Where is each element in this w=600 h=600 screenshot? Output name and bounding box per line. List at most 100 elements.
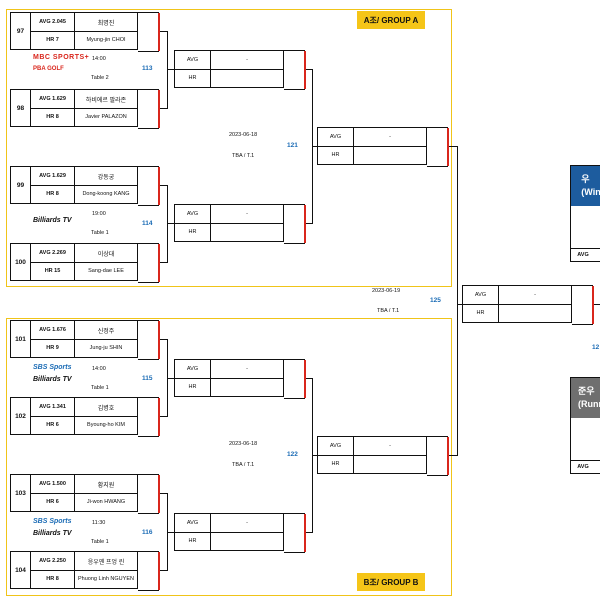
winner-avg-label: AVG <box>577 252 589 258</box>
avg-label: AVG <box>175 514 211 532</box>
score-tab <box>284 50 306 90</box>
group-a-tag: A조/ GROUP A <box>357 11 425 29</box>
score-tab <box>138 243 160 283</box>
billiards-tv-logo: Billiards TV <box>33 376 72 383</box>
runner-up-avg-label: AVG <box>577 464 589 470</box>
avg-value: - <box>246 57 248 63</box>
bracket-line <box>306 223 312 224</box>
bracket-line <box>594 304 600 305</box>
score-tab <box>284 204 306 244</box>
match-date: 2023-06-18 <box>229 441 258 447</box>
player-seed: 103 <box>11 475 31 511</box>
bracket-line <box>449 146 457 147</box>
avg-value: - <box>389 443 391 449</box>
player-average: AVG 2.269 <box>31 244 75 262</box>
avg-label: AVG <box>175 205 211 223</box>
bracket-line <box>167 185 168 263</box>
match-number: 116 <box>142 529 153 536</box>
bracket-line <box>167 532 174 533</box>
player-high-run: HR 7 <box>31 31 75 49</box>
match-table: Table 1 <box>91 539 109 545</box>
group-a-frame <box>6 9 452 287</box>
runner-up-heading: 준우 (Runn <box>571 378 600 418</box>
bracket-line <box>160 31 167 32</box>
player-average: AVG 1.341 <box>31 398 75 416</box>
bracket-line <box>167 223 174 224</box>
score-tab <box>138 89 160 129</box>
player-seed: 102 <box>11 398 31 434</box>
score-tab <box>138 320 160 360</box>
match-time: 19:00 <box>92 211 106 217</box>
player-name-korean: 응우옌 프엉 린 <box>87 559 125 566</box>
player-name-english: Myung-jin CHOI <box>86 37 126 43</box>
score-tab <box>427 127 449 167</box>
score-tab <box>138 474 160 514</box>
group-b-frame <box>6 318 452 596</box>
bracket-line <box>167 69 174 70</box>
score-tab <box>138 166 160 206</box>
bracket-line <box>457 304 462 305</box>
final-venue: TBA / T.1 <box>377 308 400 314</box>
hr-label: HR <box>318 146 354 164</box>
bracket-line <box>160 108 167 109</box>
avg-label: AVG <box>318 437 354 455</box>
bracket-line <box>312 146 317 147</box>
player-average: AVG 1.629 <box>31 90 75 108</box>
billiards-tv-logo: Billiards TV <box>33 217 72 224</box>
player-high-run: HR 6 <box>31 416 75 434</box>
score-tab <box>138 12 160 52</box>
group-b-tag: B조/ GROUP B <box>357 573 425 591</box>
player-name-korean: 김병호 <box>97 405 115 412</box>
bracket-line <box>457 146 458 456</box>
match-number: 113 <box>142 65 153 72</box>
player-seed: 104 <box>11 552 31 588</box>
player-name-korean: 최명진 <box>97 20 115 27</box>
match-number: 121 <box>287 142 298 149</box>
avg-label: AVG <box>318 128 354 146</box>
match-venue: TBA / T.1 <box>232 462 255 468</box>
player-average: AVG 2.045 <box>31 13 75 31</box>
final-date: 2023-06-19 <box>372 288 401 294</box>
bracket-line <box>449 455 457 456</box>
player-average: AVG 2.250 <box>31 552 75 570</box>
avg-value: - <box>246 211 248 217</box>
match-time: 14:00 <box>92 366 106 372</box>
sbs-sports-logo: SBS Sports <box>33 518 72 525</box>
bracket-line <box>160 493 167 494</box>
side-match-number: 12 <box>592 344 600 351</box>
match-number: 115 <box>142 375 153 382</box>
bracket-line <box>312 455 317 456</box>
match-table: Table 2 <box>91 75 109 81</box>
bracket-line <box>160 416 167 417</box>
player-high-run: HR 15 <box>31 262 75 280</box>
hr-label: HR <box>175 69 211 87</box>
player-name-english: Byoung-ho KIM <box>87 422 125 428</box>
avg-label: AVG <box>175 360 211 378</box>
match-time: 14:00 <box>92 56 106 62</box>
match-number: 122 <box>287 451 298 458</box>
bracket-line <box>160 570 167 571</box>
match-table: Table 1 <box>91 230 109 236</box>
bracket-line <box>160 339 167 340</box>
score-tab <box>138 551 160 591</box>
player-name-english: Ji-won HWANG <box>86 499 126 505</box>
hr-label: HR <box>175 532 211 550</box>
hr-label: HR <box>175 378 211 396</box>
score-tab <box>427 436 449 476</box>
player-high-run: HR 8 <box>31 185 75 203</box>
